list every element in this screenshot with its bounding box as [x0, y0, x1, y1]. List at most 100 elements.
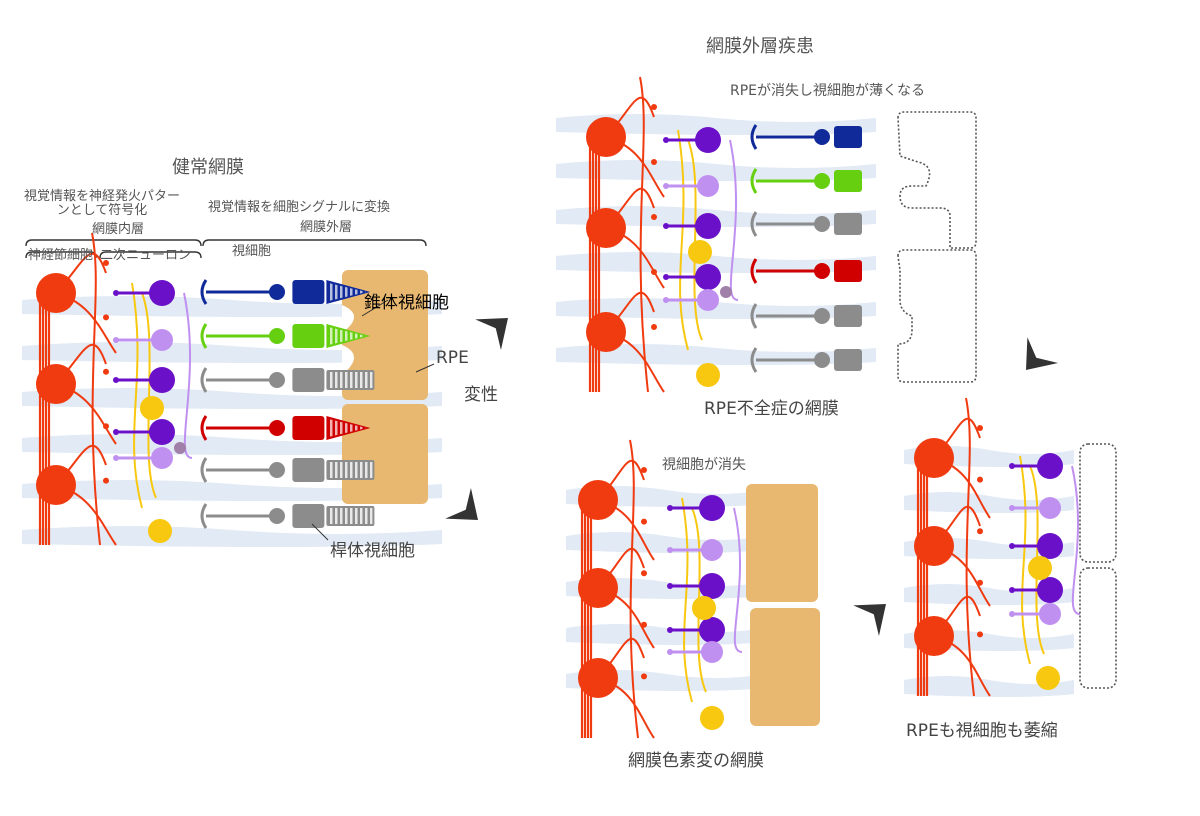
secondary-neuron-label: 二次ニューロン — [100, 248, 192, 263]
secondary-bracket — [99, 251, 202, 259]
ganglion-terminal — [641, 570, 647, 577]
bipolar-cell — [1037, 453, 1063, 479]
synapse-cup — [200, 457, 208, 483]
atrophy-panel — [904, 397, 1117, 697]
ganglion-cell — [578, 658, 618, 698]
synapse-cup — [750, 124, 758, 150]
inner-segment — [834, 170, 862, 192]
bipolar-terminal — [1009, 611, 1015, 617]
bipolar-terminal — [113, 290, 119, 296]
photoreceptor-nucleus — [814, 352, 830, 368]
rpe-notch — [342, 270, 354, 375]
rp-description: 視細胞が消失 — [662, 457, 746, 473]
faint-tissue — [22, 388, 442, 409]
bipolar-cell — [699, 617, 725, 643]
bipolar-wiring — [131, 282, 143, 509]
bipolar-wiring — [1019, 455, 1031, 665]
bipolar-cell — [149, 419, 175, 445]
ganglion-terminal — [977, 579, 983, 586]
horizontal-cell — [1028, 556, 1052, 580]
rpe-block-bottom — [750, 608, 820, 726]
ganglion-terminal — [977, 425, 983, 431]
outer-layer-label: 網膜外層 — [300, 220, 353, 235]
synapse-cup — [750, 168, 758, 194]
bipolar-cell — [699, 495, 725, 521]
healthy-retina-panel — [22, 232, 442, 547]
ganglion-branch — [639, 76, 649, 393]
atrophy-caption: RPEも視細胞も萎縮 — [906, 721, 1058, 741]
outer-layer-bracket — [202, 239, 427, 247]
ganglion-terminal — [641, 673, 647, 680]
photoreceptor-nucleus — [814, 263, 830, 279]
bipolar-terminal — [667, 505, 673, 511]
photoreceptor-nucleus — [814, 216, 830, 232]
faint-tissue — [556, 114, 876, 135]
horizontal-cell — [1036, 666, 1060, 690]
bipolar-terminal — [663, 223, 669, 229]
amacrine-wiring — [183, 292, 193, 459]
bipolar-cell — [1037, 577, 1063, 603]
inner-segment — [292, 280, 325, 304]
faint-tissue — [22, 296, 442, 317]
outer-disease-description: RPEが消失し視細胞が薄くなる — [730, 83, 926, 99]
ganglion-cell — [36, 273, 76, 313]
ganglion-terminal — [651, 324, 657, 330]
rpe-deficiency-caption: RPE不全症の網膜 — [704, 399, 839, 419]
synapse-cup — [200, 503, 208, 529]
faint-tissue — [22, 526, 442, 547]
atrophic-rpe-outline — [1079, 567, 1117, 689]
bipolar-cell — [701, 539, 723, 561]
photoreceptor-nucleus — [269, 462, 285, 478]
faint-tissue — [22, 434, 442, 455]
ganglion-terminal — [641, 467, 647, 473]
bipolar-terminal — [113, 429, 119, 435]
photoreceptor-label: 視細胞 — [232, 244, 272, 259]
ganglion-terminal — [651, 269, 657, 275]
progression-arrow — [1026, 337, 1059, 370]
ganglion-branch — [91, 232, 101, 546]
ganglion-terminal — [103, 314, 109, 321]
ganglion-terminal — [977, 528, 983, 535]
rpe-block-top — [342, 270, 428, 400]
inner-segment — [292, 324, 325, 348]
synapse-cup — [750, 303, 758, 329]
bipolar-terminal — [113, 455, 119, 461]
bipolar-cell — [697, 175, 719, 197]
progression-arrow — [853, 604, 886, 637]
cone-disks — [328, 327, 367, 345]
synapse-cup — [200, 279, 208, 305]
ganglion-terminal — [641, 621, 647, 628]
amacrine-wiring — [729, 139, 739, 301]
bipolar-terminal — [663, 183, 669, 189]
ganglion-cell-label: 神経節細胞 — [28, 248, 94, 263]
rpe-block-top — [746, 484, 818, 602]
faint-tissue — [22, 480, 442, 501]
bipolar-cell — [699, 573, 725, 599]
inner-layer-label: 網膜内層 — [92, 222, 145, 237]
faint-tissue — [904, 584, 1074, 605]
faint-tissue — [566, 532, 766, 553]
ganglion-terminal — [977, 476, 983, 483]
atrophic-rpe-outline-top — [897, 111, 977, 249]
faint-tissue — [556, 160, 876, 181]
rod-disks — [328, 508, 373, 524]
bipolar-terminal — [667, 583, 673, 589]
bipolar-cell — [701, 641, 723, 663]
bipolar-terminal — [667, 627, 673, 633]
bipolar-cell — [695, 213, 721, 239]
photoreceptor-nucleus — [269, 284, 285, 300]
rod-disks — [328, 372, 373, 388]
synapse-cup — [750, 258, 758, 284]
amacrine-wiring — [733, 507, 743, 653]
cone-disks — [328, 419, 367, 437]
ganglion-cell — [914, 438, 954, 478]
inner-segment — [834, 349, 862, 371]
inner-segment — [292, 458, 325, 482]
junction-cell — [174, 442, 186, 454]
horizontal-cell — [148, 519, 172, 543]
arrows — [445, 318, 1059, 637]
inner-segment — [834, 260, 862, 282]
amacrine-wiring — [1071, 465, 1081, 615]
progression-arrow — [445, 487, 478, 520]
